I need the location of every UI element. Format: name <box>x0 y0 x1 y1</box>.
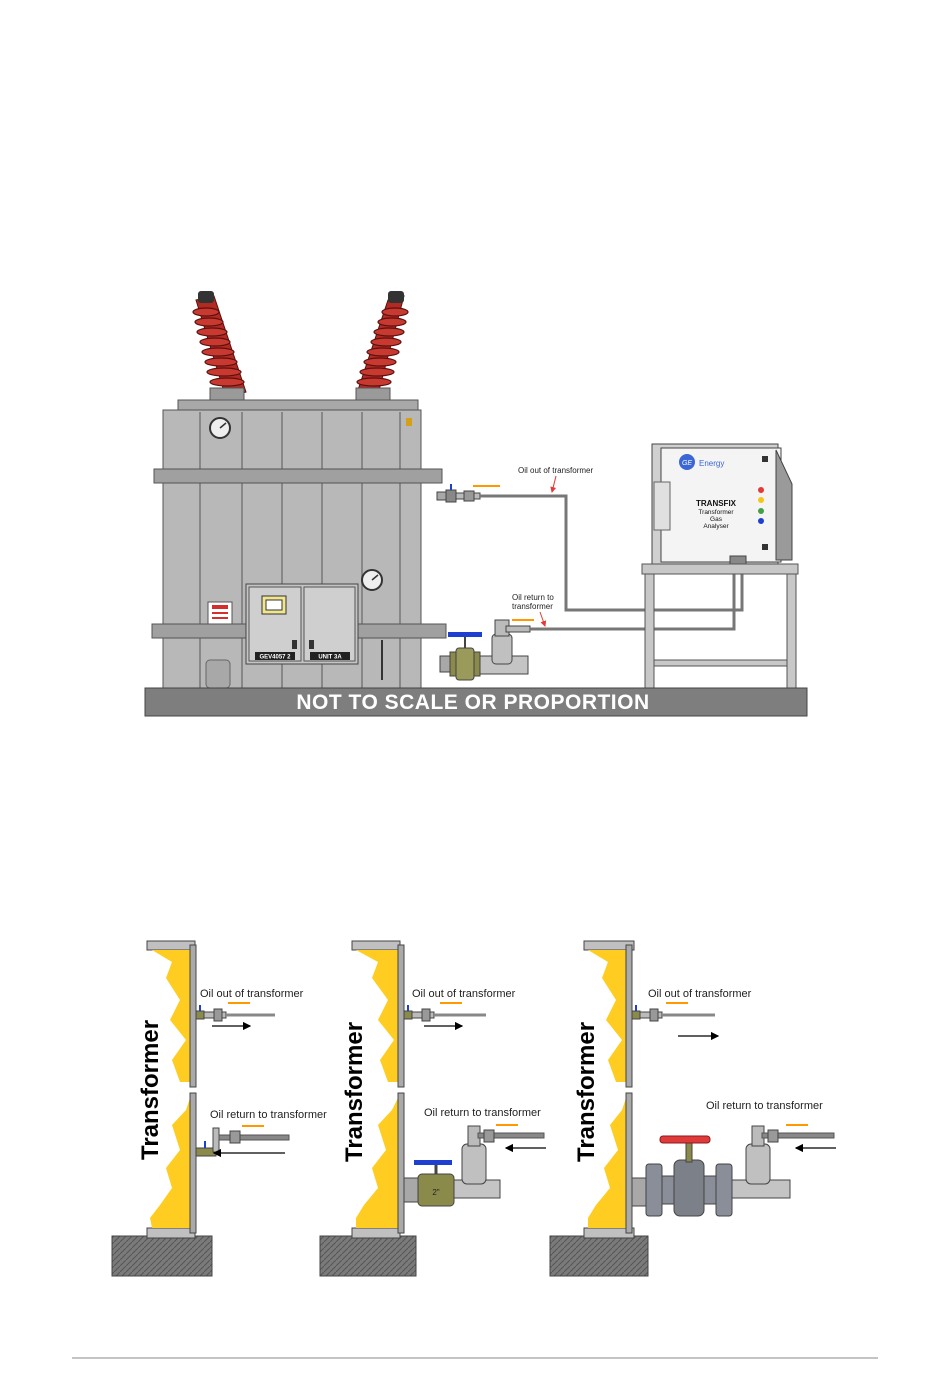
vertical-transformer-label: Transformer <box>573 1022 600 1162</box>
led-indicator-red <box>758 487 764 493</box>
analyser-brand: GE <box>682 460 692 467</box>
analyser-brand-text: Energy <box>699 459 724 468</box>
valve-size-label: 2" <box>432 1188 439 1197</box>
variant-panel-3: Transformer Oil out of transformer Oil r… <box>549 940 836 1277</box>
analyser-line2: Gas <box>710 516 723 523</box>
oil-out-valve <box>436 484 500 503</box>
ground-hatch <box>111 1235 213 1277</box>
oil-fill <box>356 950 398 1082</box>
variant-panel-1: Transformer Oil out of transformer Oil r… <box>111 940 327 1277</box>
padlock-icon <box>406 418 412 426</box>
analyser-stand <box>641 563 799 691</box>
bushing-right <box>355 291 409 401</box>
oil-return-valve-assembly <box>439 619 534 681</box>
gate-valve <box>745 1143 771 1185</box>
handwheel <box>659 1135 711 1144</box>
oil-return-label: Oil return to transformer <box>424 1107 541 1119</box>
oil-out-label: Oil out of transformer <box>412 988 516 1000</box>
oil-fill <box>588 950 626 1082</box>
cabinet-left-plate: GEV4057 2 <box>259 655 291 661</box>
control-cabinet: GEV4057 2 UNIT 3A <box>245 583 383 680</box>
ground-hatch <box>549 1235 649 1277</box>
oil-return-label: Oil return to transformer <box>210 1109 327 1121</box>
flange <box>645 1163 663 1217</box>
oil-out-label: Oil out of transformer <box>518 466 593 475</box>
transfix-analyser: GE Energy TRANSFIX Transformer Gas Analy… <box>651 443 793 567</box>
led-indicator-yellow <box>758 497 764 503</box>
oil-fill <box>150 1098 190 1228</box>
variant-panel-2: Transformer Oil out of transformer 2" Oi… <box>319 940 546 1277</box>
oil-return-label: Oil return to transformer <box>706 1100 823 1112</box>
vertical-transformer-label: Transformer <box>137 1020 164 1160</box>
bushing-left <box>192 291 247 401</box>
ge-logo-icon <box>679 454 695 470</box>
oil-return-label-line1: Oil return to <box>512 593 554 602</box>
oil-return-label-line2: transformer <box>512 602 553 611</box>
oil-piping <box>480 494 744 631</box>
analyser-line1: Transformer <box>698 509 734 516</box>
oil-fill <box>152 950 190 1082</box>
led-indicator-blue <box>758 518 764 524</box>
cabinet-right-plate: UNIT 3A <box>318 655 342 661</box>
vertical-transformer-label: Transformer <box>341 1022 368 1162</box>
oil-fill <box>356 1098 398 1228</box>
oil-out-label: Oil out of transformer <box>648 988 752 1000</box>
overview-diagram: GEV4057 2 UNIT 3A <box>144 291 808 717</box>
gate-valve <box>461 1143 487 1185</box>
not-to-scale-banner: NOT TO SCALE OR PROPORTION <box>296 691 649 714</box>
analyser-line3: Analyser <box>703 523 729 530</box>
ground-base <box>144 687 808 717</box>
flanged-gate-valve <box>673 1159 705 1217</box>
oil-out-label: Oil out of transformer <box>200 988 304 1000</box>
led-indicator-green <box>758 508 764 514</box>
analyser-name: TRANSFIX <box>696 499 737 508</box>
oil-fill <box>588 1098 626 1228</box>
ground-hatch <box>319 1235 417 1277</box>
flange <box>715 1163 733 1217</box>
